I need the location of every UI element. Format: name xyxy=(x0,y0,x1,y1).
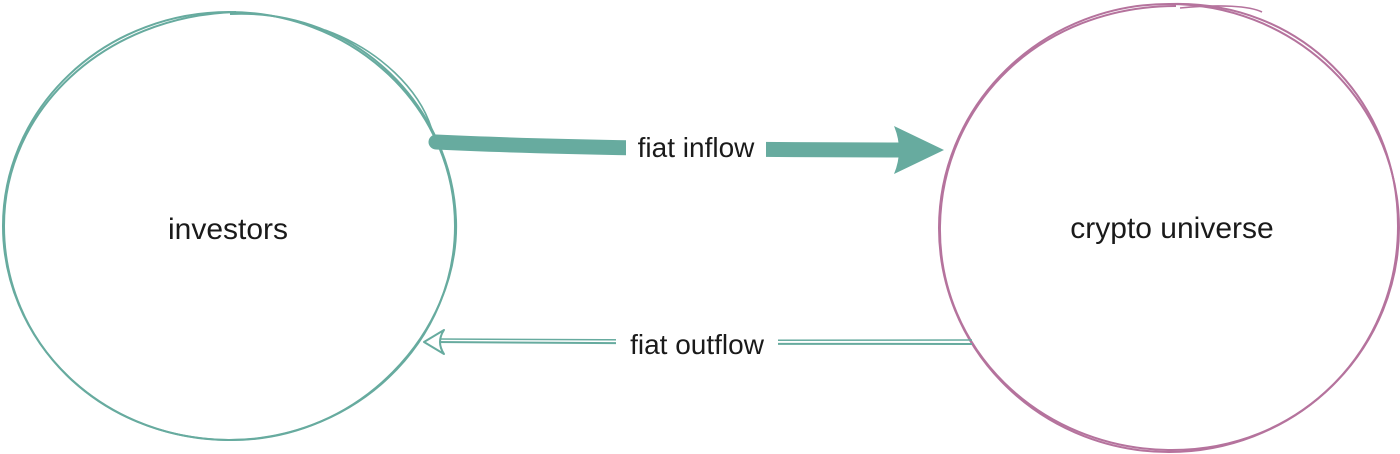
investors-label: investors xyxy=(168,213,288,246)
crypto-universe-circle-sketch xyxy=(938,2,1400,452)
crypto-universe-label: crypto universe xyxy=(1070,212,1273,245)
fiat-outflow-label-bg xyxy=(616,324,778,364)
investors-circle-sketch xyxy=(2,11,458,442)
fiat-outflow-label: fiat outflow xyxy=(630,329,765,360)
fiat-inflow-label-bg xyxy=(626,126,766,166)
crypto-universe-circle-top-accent xyxy=(1179,5,1263,13)
fiat-inflow-edge[interactable]: fiat inflow xyxy=(428,126,944,174)
fiat-outflow-edge[interactable]: fiat outflow xyxy=(423,324,973,364)
fiat-inflow-arrowhead xyxy=(894,126,944,174)
fiat-inflow-label: fiat inflow xyxy=(638,132,755,163)
crypto-universe-node[interactable]: crypto universe xyxy=(938,2,1400,453)
investors-node[interactable]: investors xyxy=(2,11,458,442)
investors-circle-top-accent xyxy=(324,29,433,131)
fiat-outflow-arrowhead xyxy=(423,329,445,355)
